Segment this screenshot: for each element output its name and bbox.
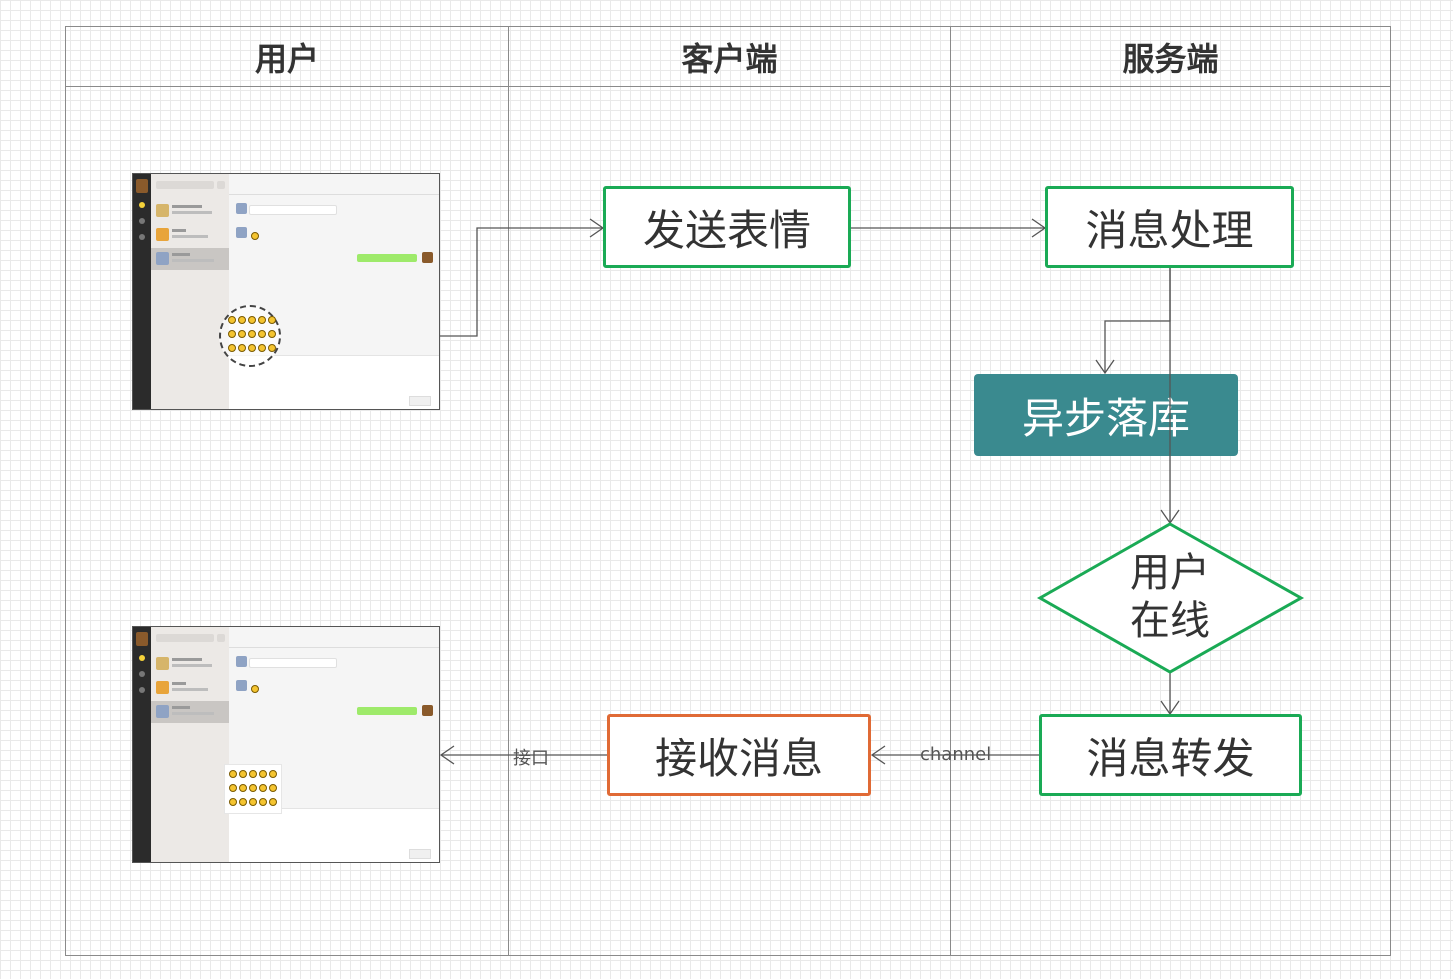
emoji-grid: [228, 316, 277, 353]
edge-process-to-store: [1104, 267, 1171, 373]
chat-icon: [139, 655, 145, 661]
smiley-icon: [228, 344, 236, 352]
smiley-icon: [259, 798, 267, 806]
avatar: [236, 680, 247, 691]
smiley-icon: [248, 344, 256, 352]
smiley-icon: [229, 770, 237, 778]
user-online-line2: 在线: [1130, 598, 1210, 644]
smiley-icon: [249, 784, 257, 792]
smiley-icon: [248, 316, 256, 324]
arrowhead-receive: [870, 745, 886, 765]
favorites-icon: [139, 687, 145, 693]
lane-header-user: 用户: [66, 27, 508, 87]
send-button: [409, 849, 431, 859]
smiley-icon: [238, 316, 246, 324]
list-item: [151, 200, 229, 222]
smiley-icon: [269, 770, 277, 778]
chat-main: [229, 174, 439, 409]
smiley-icon: [249, 770, 257, 778]
smiley-icon: [249, 798, 257, 806]
message-bubble: [249, 658, 337, 668]
contacts-icon: [139, 671, 145, 677]
chat-sidebar: [133, 174, 151, 409]
smiley-icon: [269, 798, 277, 806]
swimlane-container: 用户 客户端 服务端: [65, 26, 1391, 956]
list-item: [151, 701, 229, 723]
compose-area: [229, 808, 439, 862]
node-message-process[interactable]: 消息处理: [1045, 186, 1294, 268]
avatar: [236, 203, 247, 214]
smiley-icon: [239, 784, 247, 792]
avatar: [136, 179, 148, 193]
lane-user: 用户: [66, 27, 508, 955]
node-user-online[interactable]: 用户 在线: [1100, 549, 1240, 645]
smiley-icon: [238, 344, 246, 352]
arrowhead-user: [439, 745, 455, 765]
smiley-icon: [258, 316, 266, 324]
smiley-icon: [228, 330, 236, 338]
list-item: [151, 653, 229, 675]
avatar: [136, 632, 148, 646]
smiley-icon: [268, 344, 276, 352]
avatar: [422, 252, 433, 263]
smiley-icon: [229, 784, 237, 792]
list-item: [151, 677, 229, 699]
add-icon: [217, 181, 225, 189]
smiley-icon: [238, 330, 246, 338]
smiley-icon: [259, 784, 267, 792]
contacts-icon: [139, 218, 145, 224]
search-input: [156, 634, 214, 642]
list-item: [151, 224, 229, 246]
node-async-store[interactable]: 异步落库: [974, 374, 1238, 456]
decision-diamond: [1036, 522, 1305, 674]
smiley-icon: [251, 232, 259, 240]
lane-header-client: 客户端: [509, 27, 950, 87]
compose-area: [229, 355, 439, 409]
smiley-icon: [269, 784, 277, 792]
smiley-icon: [258, 330, 266, 338]
chat-list: [151, 627, 229, 862]
emoji-grid: [229, 770, 278, 807]
smiley-icon: [268, 316, 276, 324]
chat-list: [151, 174, 229, 409]
chat-icon: [139, 202, 145, 208]
chat-window-receive: [132, 626, 440, 863]
add-icon: [217, 634, 225, 642]
chat-window-send: [132, 173, 440, 410]
emoji-message-panel: [224, 764, 282, 814]
smiley-icon: [239, 798, 247, 806]
list-item: [151, 248, 229, 270]
lane-server: 服务端: [950, 27, 1390, 955]
chat-main: [229, 627, 439, 862]
avatar: [422, 705, 433, 716]
smiley-icon: [258, 344, 266, 352]
arrowhead-store: [1095, 359, 1115, 375]
node-receive-message[interactable]: 接收消息: [607, 714, 871, 796]
smiley-icon: [259, 770, 267, 778]
smiley-icon: [268, 330, 276, 338]
smiley-icon: [251, 685, 259, 693]
smiley-icon: [228, 316, 236, 324]
node-message-forward[interactable]: 消息转发: [1039, 714, 1302, 796]
message-bubble: [357, 254, 417, 262]
lane-header-server: 服务端: [951, 27, 1390, 87]
message-bubble: [357, 707, 417, 715]
edge-label-channel: channel: [920, 744, 992, 765]
avatar: [236, 656, 247, 667]
favorites-icon: [139, 234, 145, 240]
smiley-icon: [248, 330, 256, 338]
user-online-line1: 用户: [1130, 550, 1210, 596]
lane-client: 客户端: [508, 27, 950, 955]
chat-sidebar: [133, 627, 151, 862]
send-button: [409, 396, 431, 406]
edge-label-interface: 接口: [513, 748, 549, 769]
search-input: [156, 181, 214, 189]
smiley-icon: [239, 770, 247, 778]
smiley-icon: [229, 798, 237, 806]
node-send-emoji[interactable]: 发送表情: [603, 186, 851, 268]
avatar: [236, 227, 247, 238]
message-bubble: [249, 205, 337, 215]
